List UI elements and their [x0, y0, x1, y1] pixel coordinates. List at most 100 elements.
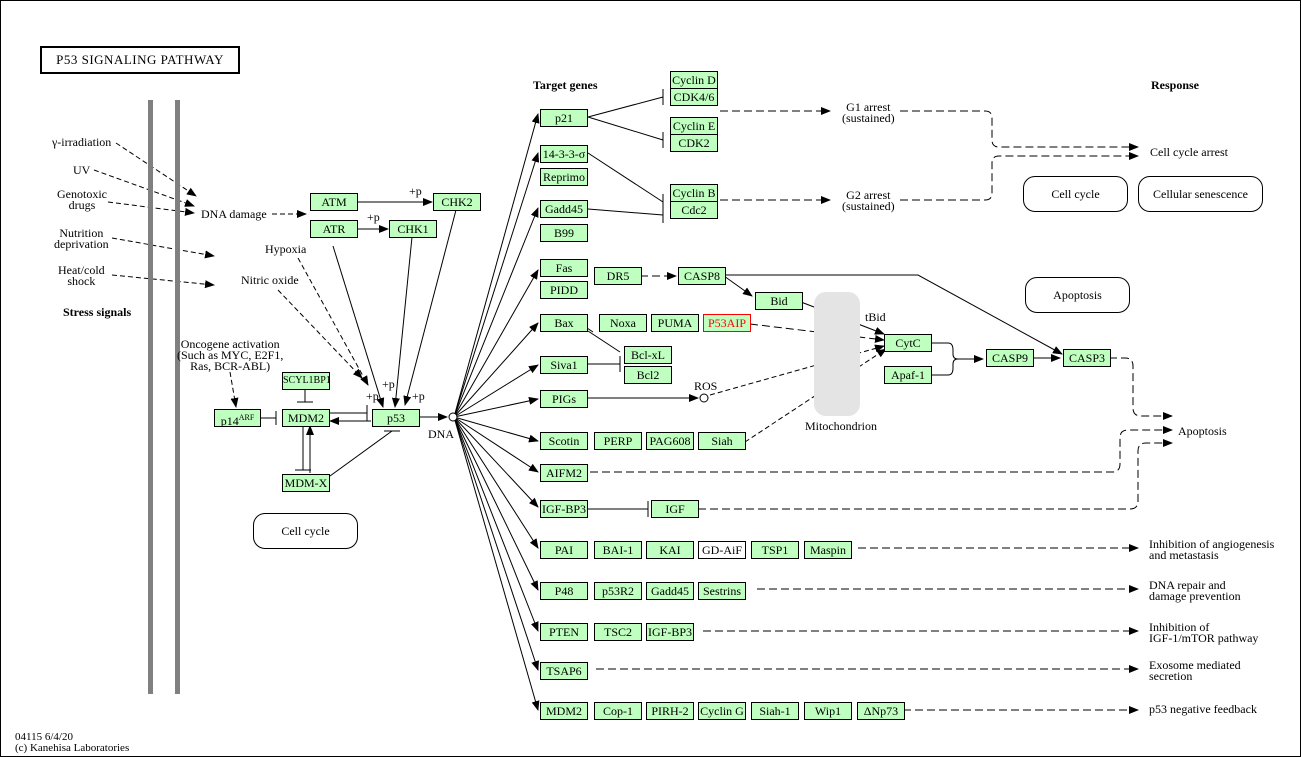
gene-atr[interactable]: ATR	[310, 220, 358, 238]
gene-fas[interactable]: Fas	[540, 259, 588, 277]
g1-arrest-label: G1 arrest (sustained)	[842, 100, 895, 125]
gene-b99[interactable]: B99	[540, 224, 588, 242]
oncogene-activation-label: Oncogene activation (Such as MYC, E2F1, …	[177, 337, 284, 373]
gene-p14arf[interactable]: p14ARF	[214, 409, 261, 427]
gene-casp3[interactable]: CASP3	[1063, 349, 1111, 367]
tbid-label: tBid	[865, 310, 886, 324]
gene-tsc2[interactable]: TSC2	[594, 623, 642, 641]
gene-sestrins[interactable]: Sestrins	[698, 582, 746, 600]
gene-igf-bp3[interactable]: IGF-BP3	[646, 623, 694, 641]
gene-gadd45[interactable]: Gadd45	[646, 582, 694, 600]
phospho-label: +p	[382, 377, 395, 391]
gene-cyclin-d[interactable]: Cyclin D	[670, 71, 718, 89]
gene-p53r2[interactable]: p53R2	[594, 582, 642, 600]
cell-membrane-inner	[175, 100, 180, 694]
gene-dr5[interactable]: DR5	[594, 267, 642, 285]
gene-mdm2[interactable]: MDM2	[282, 409, 330, 427]
map-link-cell-cycle[interactable]: Cell cycle	[1023, 176, 1128, 212]
gene-wip1[interactable]: Wip1	[804, 702, 852, 720]
stress-uv: UV	[73, 163, 91, 177]
gene-p21[interactable]: p21	[540, 109, 588, 127]
gene-igf-bp3[interactable]: IGF-BP3	[540, 500, 588, 518]
gene--np73[interactable]: ΔNp73	[857, 702, 905, 720]
gene-bai-1[interactable]: BAI-1	[594, 541, 642, 559]
g2-arrest-label: G2 arrest (sustained)	[842, 188, 895, 213]
gene-igf[interactable]: IGF	[651, 500, 699, 518]
gene-siva1[interactable]: Siva1	[540, 356, 588, 374]
mitochondrion-label: Mitochondrion	[805, 419, 877, 433]
gene-noxa[interactable]: Noxa	[599, 314, 647, 332]
gene-pag608[interactable]: PAG608	[646, 432, 694, 450]
gene-p14arf-label: p14	[220, 414, 239, 427]
response-exosome: Exosome mediated secretion	[1149, 658, 1241, 683]
mitochondrion-shape	[814, 292, 860, 416]
gene-cop-1[interactable]: Cop-1	[594, 702, 642, 720]
phospho-label: +p	[412, 389, 425, 403]
stress-genotoxic-drugs: Genotoxic drugs	[57, 187, 107, 212]
gene-pidd[interactable]: PIDD	[540, 281, 588, 299]
stress-nutrition-deprivation: Nutrition deprivation	[54, 226, 109, 251]
target-genes-heading: Target genes	[533, 78, 598, 92]
gene-gd-aif[interactable]: GD-AiF	[698, 541, 746, 559]
map-link-cellular-senescence[interactable]: Cellular senescence	[1138, 176, 1263, 212]
gene-kai[interactable]: KAI	[646, 541, 694, 559]
gene-mdmx[interactable]: MDM-X	[282, 474, 330, 492]
gene-bax[interactable]: Bax	[540, 314, 588, 332]
gene-gadd45[interactable]: Gadd45	[540, 200, 588, 218]
map-link-cell-cycle-left[interactable]: Cell cycle	[253, 513, 358, 549]
gene-maspin[interactable]: Maspin	[804, 541, 852, 559]
response-angiogenesis: Inhibition of angiogenesis and metastasi…	[1149, 537, 1275, 562]
phospho-label: +p	[366, 389, 379, 403]
hypoxia-label: Hypoxia	[265, 242, 307, 256]
stress-signals-heading: Stress signals	[63, 305, 132, 319]
gene-reprimo[interactable]: Reprimo	[540, 168, 588, 186]
gene-chk2[interactable]: CHK2	[433, 193, 481, 211]
gene-cdk4-6[interactable]: CDK4/6	[670, 88, 718, 106]
gene-pai[interactable]: PAI	[540, 541, 588, 559]
gene-p53aip[interactable]: P53AIP	[703, 314, 751, 332]
gene-tsap6[interactable]: TSAP6	[540, 662, 588, 680]
gene-atm[interactable]: ATM	[310, 193, 358, 211]
gene-cytc[interactable]: CytC	[884, 334, 932, 352]
gene-scyl1bp1[interactable]: SCYL1BP1	[282, 372, 330, 390]
phospho-label: +p	[409, 184, 422, 198]
gene-p53[interactable]: p53	[372, 409, 420, 427]
gene-14-3-3-sigma[interactable]: 14-3-3-σ	[540, 145, 588, 163]
gene-aifm2[interactable]: AIFM2	[540, 464, 588, 482]
gene-chk1[interactable]: CHK1	[389, 220, 437, 238]
stress-gamma-irradiation: γ-irradiation	[52, 135, 112, 149]
gene-cdc2[interactable]: Cdc2	[670, 201, 718, 219]
footer-copyright: (c) Kanehisa Laboratories	[15, 742, 130, 754]
footer-id-date: 04115 6/4/20	[15, 731, 73, 743]
gene-cyclin-b[interactable]: Cyclin B	[670, 184, 718, 202]
gene-scotin[interactable]: Scotin	[540, 432, 588, 450]
dna-node	[448, 412, 458, 422]
gene-cyclin-e[interactable]: Cyclin E	[670, 117, 718, 135]
response-igf-mtor: Inhibition of IGF-1/mTOR pathway	[1149, 620, 1259, 645]
gene-pirh-2[interactable]: PIRH-2	[646, 702, 694, 720]
gene-casp8[interactable]: CASP8	[678, 267, 726, 285]
response-negative-feedback: p53 negative feedback	[1149, 702, 1257, 716]
gene-pigs[interactable]: PIGs	[540, 390, 588, 408]
gene-cdk2[interactable]: CDK2	[670, 134, 718, 152]
gene-puma[interactable]: PUMA	[651, 314, 699, 332]
gene-perp[interactable]: PERP	[594, 432, 642, 450]
response-heading: Response	[1151, 78, 1200, 92]
gene-cyclin-g[interactable]: Cyclin G	[698, 702, 746, 720]
gene-siah[interactable]: Siah	[698, 432, 746, 450]
gene-siah-1[interactable]: Siah-1	[751, 702, 799, 720]
ros-label: ROS	[694, 379, 718, 393]
gene-mdm2[interactable]: MDM2	[540, 702, 588, 720]
gene-p48[interactable]: P48	[540, 582, 588, 600]
gene-pten[interactable]: PTEN	[540, 623, 588, 641]
gene-bcl-xl[interactable]: Bcl-xL	[624, 346, 672, 364]
gene-tsp1[interactable]: TSP1	[751, 541, 799, 559]
gene-apaf1[interactable]: Apaf-1	[884, 366, 932, 384]
response-dna-repair: DNA repair and damage prevention	[1149, 578, 1241, 603]
gene-bcl2[interactable]: Bcl2	[624, 366, 672, 384]
gene-bid[interactable]: Bid	[755, 292, 803, 310]
cell-cycle-arrest-label: Cell cycle arrest	[1150, 145, 1228, 159]
map-link-apoptosis[interactable]: Apoptosis	[1025, 277, 1130, 313]
gene-casp9[interactable]: CASP9	[986, 349, 1034, 367]
dna-damage-label: DNA damage	[201, 207, 267, 221]
